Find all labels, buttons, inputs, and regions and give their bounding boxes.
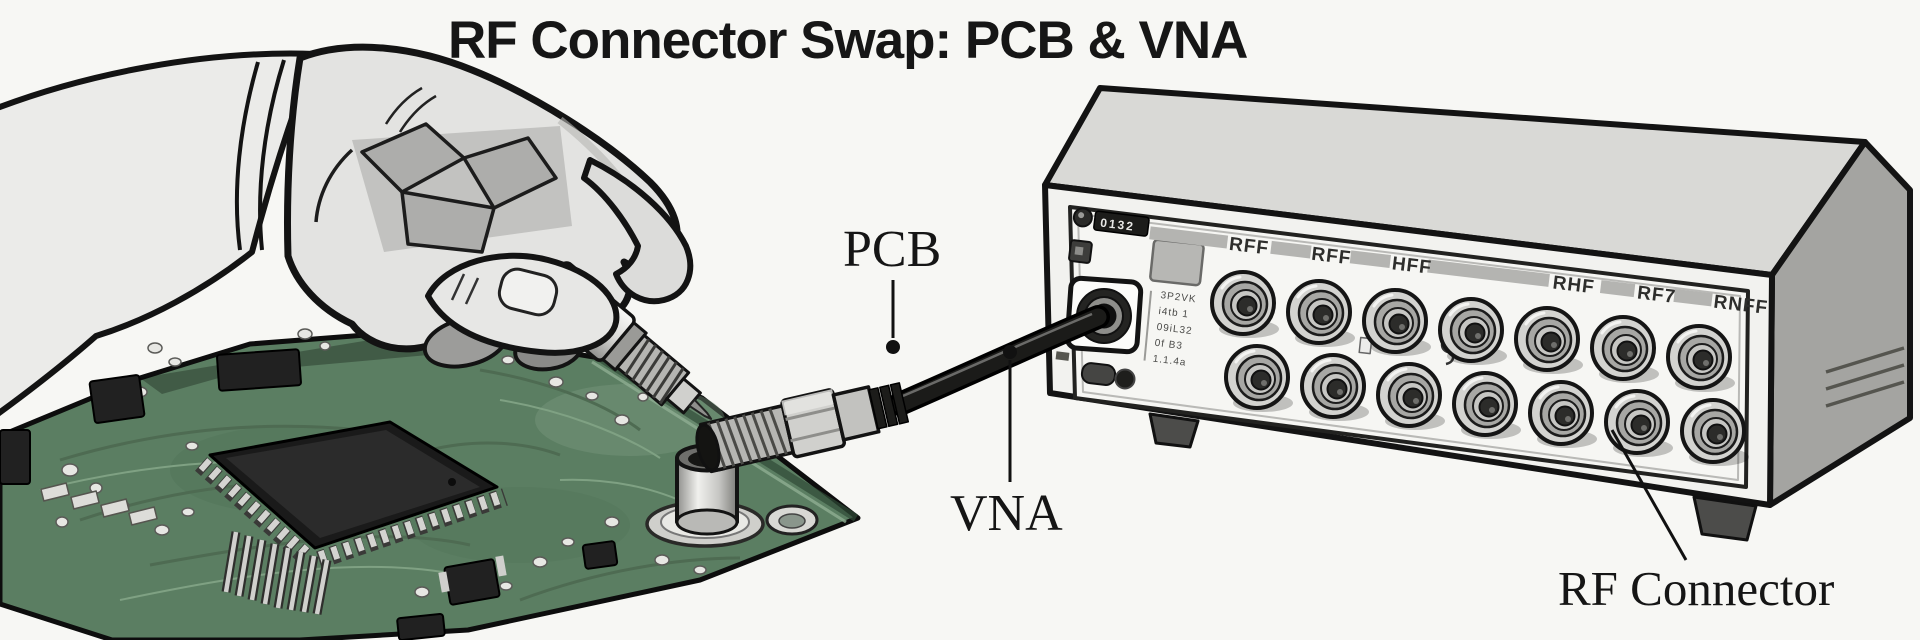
pcb-rf-jack — [645, 443, 765, 548]
chip-pins — [317, 489, 507, 565]
knuckle-web — [314, 122, 572, 254]
thumbnail — [497, 267, 559, 317]
wrist-crease — [398, 94, 437, 133]
center-pin — [688, 398, 713, 420]
component-lead — [495, 555, 507, 577]
knob — [1114, 368, 1136, 390]
svg-text:1.1.4a: 1.1.4a — [1152, 354, 1187, 369]
panel-chip-mark — [1358, 336, 1373, 355]
solder-pads — [55, 328, 707, 598]
svg-text:3P2VK: 3P2VK — [1160, 290, 1197, 305]
display-key — [1149, 238, 1205, 287]
cable-highlight — [897, 312, 1093, 400]
vent-line — [1825, 346, 1905, 374]
port-label: RHF — [1552, 272, 1596, 298]
smd-components — [0, 348, 619, 640]
coax-cable — [888, 305, 1110, 416]
vent-line — [1825, 380, 1905, 408]
wrist-crease — [384, 86, 423, 125]
chip-pins — [198, 458, 312, 560]
callout-leaders — [886, 280, 1688, 561]
thumb-crease — [464, 277, 480, 305]
thumb-crease — [450, 273, 466, 301]
port-label-strip: RFF RFF HFF RHF RF7 RNFF — [1149, 226, 1769, 319]
pcb-leader-dot — [886, 340, 900, 354]
cuff-line — [234, 61, 260, 251]
index-finger — [581, 157, 694, 305]
logo-icon-dot — [1078, 212, 1085, 219]
ic-chip — [195, 420, 508, 569]
panel-side-text: 3P2VK i4tb 1 09iL32 0f B3 1.1.4a — [1143, 290, 1197, 369]
cuff-line — [258, 59, 286, 251]
gripping-fingers — [422, 157, 694, 372]
through-hole-pins — [221, 531, 332, 615]
badge-text: 0132 — [1100, 216, 1136, 234]
pcb-board — [0, 327, 861, 640]
pcb-callout-label: PCB — [843, 221, 942, 278]
vna-callout-label: VNA — [950, 485, 1063, 542]
port-label: RFF — [1310, 244, 1352, 270]
vent-line — [1825, 363, 1905, 391]
svg-text:09iL32: 09iL32 — [1156, 322, 1193, 337]
svg-text:i4tb 1: i4tb 1 — [1158, 306, 1190, 321]
pad-row — [40, 482, 158, 526]
rf-connector-callout-label: RF Connector — [1558, 561, 1835, 616]
vna-leader-dot — [1003, 345, 1017, 359]
vna-foot-left — [1148, 412, 1200, 449]
vna-foot-right — [1692, 495, 1758, 542]
port-label: RF7 — [1636, 283, 1677, 308]
model-badge: 0132 — [1072, 207, 1150, 237]
small-key-glyph — [1074, 246, 1084, 256]
port-label: RFF — [1228, 234, 1270, 260]
cable-rf-connector — [695, 382, 910, 474]
component-lead — [438, 571, 450, 593]
mounting-hole — [765, 504, 819, 536]
page-title: RF Connector Swap: PCB & VNA — [448, 11, 1248, 70]
svg-text:0f B3: 0f B3 — [1154, 338, 1183, 352]
rf-connector-leader-line — [1610, 429, 1688, 561]
vna-chassis: 0132 RFF RFF HFF RHF RF7 RNFF 3P2VK i4tb… — [1042, 85, 1913, 542]
tiny-mark — [1055, 351, 1070, 361]
oval-port — [1080, 362, 1117, 386]
port-label: HFF — [1391, 253, 1433, 279]
connector-mouth — [695, 423, 721, 472]
